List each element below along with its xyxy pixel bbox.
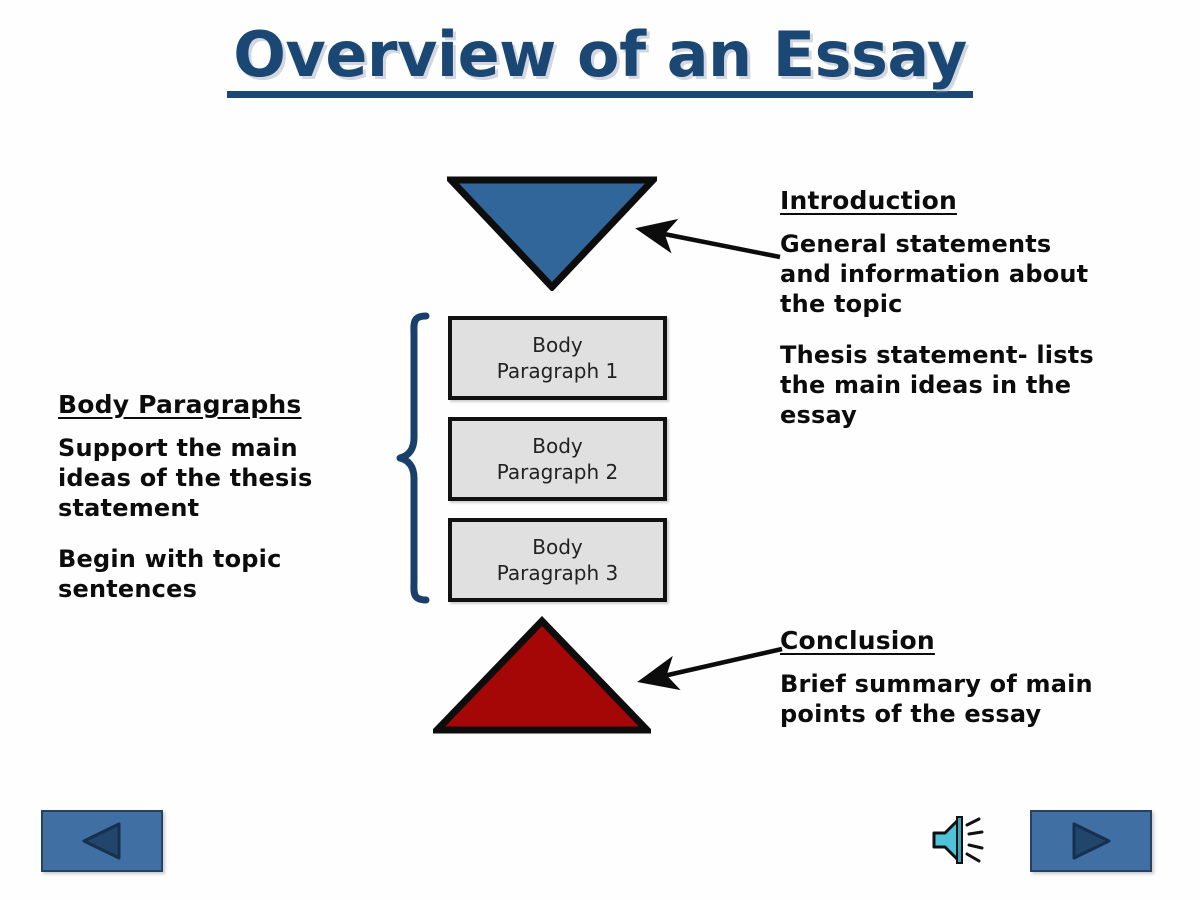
conclusion-triangle-shape [428, 615, 656, 735]
introduction-triangle-shape [442, 175, 662, 293]
triangle-right-icon [1072, 822, 1111, 860]
introduction-paragraph-2: Thesis statement- lists the main ideas i… [780, 340, 1094, 430]
body-paragraphs-paragraph-1: Support the main ideas of the thesis sta… [58, 434, 313, 523]
next-slide-button[interactable] [1030, 810, 1152, 872]
body-paragraph-box-3[interactable]: Body Paragraph 3 [448, 518, 667, 602]
introduction-text-block: Introduction General statements and info… [780, 186, 1100, 430]
title-block: Overview of an Essay [0, 22, 1200, 99]
body-paragraphs-text-block: Body Paragraphs Support the main ideas o… [58, 390, 374, 604]
triangle-left-icon [82, 822, 121, 860]
previous-slide-button[interactable] [41, 810, 163, 872]
conclusion-arrow-icon [637, 646, 783, 691]
page-title: Overview of an Essay [227, 22, 973, 99]
introduction-heading: Introduction [780, 186, 957, 215]
body-paragraphs-heading: Body Paragraphs [58, 390, 302, 419]
body-box-2-label: Body Paragraph 2 [496, 433, 619, 484]
body-paragraph-box-1[interactable]: Body Paragraph 1 [448, 316, 667, 400]
triangle-icon [428, 615, 656, 734]
body-paragraphs-brace-icon [396, 312, 430, 604]
conclusion-heading: Conclusion [780, 626, 935, 655]
body-box-1-label: Body Paragraph 1 [496, 332, 619, 383]
body-paragraph-box-2[interactable]: Body Paragraph 2 [448, 417, 667, 501]
speaker-icon[interactable] [928, 812, 990, 868]
introduction-paragraph-1: General statements and information about… [780, 230, 1089, 319]
inverted-triangle-icon [442, 176, 662, 293]
body-box-3-label: Body Paragraph 3 [496, 534, 619, 585]
conclusion-paragraph-1: Brief summary of main points of the essa… [780, 670, 1093, 729]
conclusion-text-block: Conclusion Brief summary of main points … [780, 626, 1100, 729]
body-paragraphs-paragraph-2: Begin with topic sentences [58, 544, 282, 603]
